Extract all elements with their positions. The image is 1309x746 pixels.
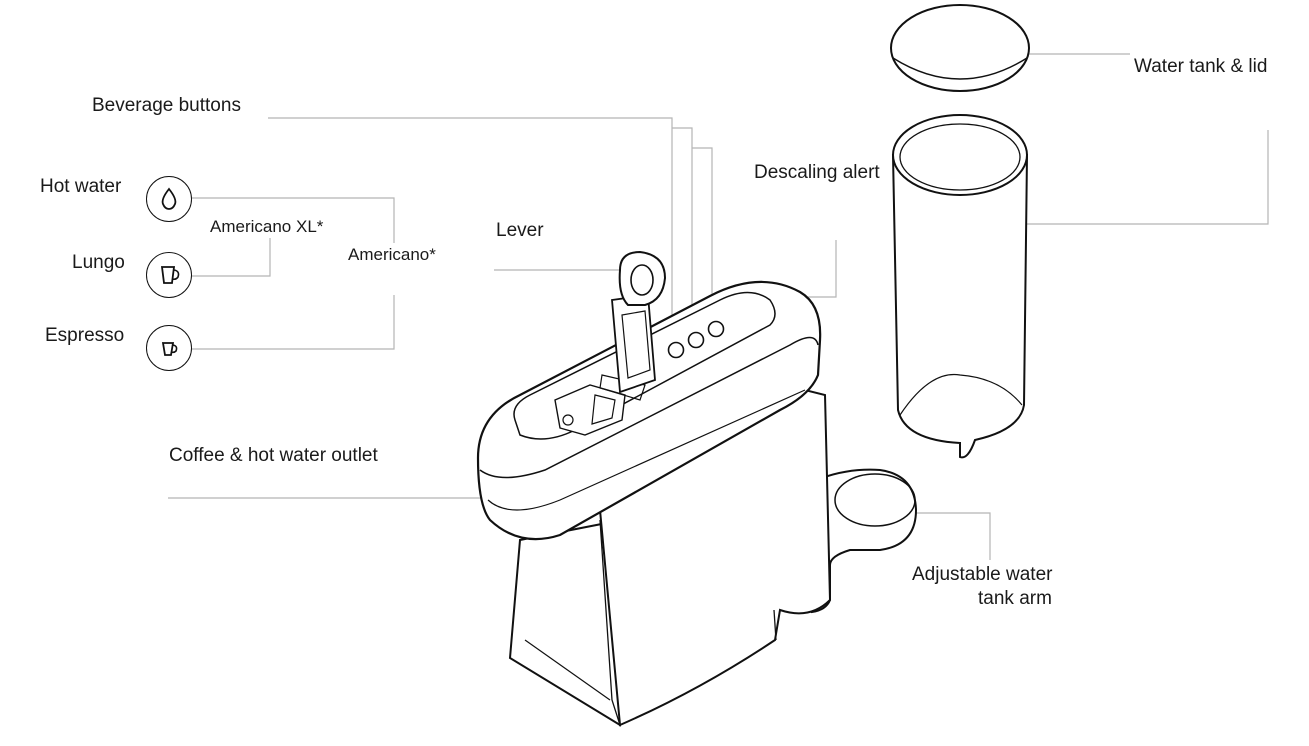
label-lungo: Lungo	[72, 252, 125, 273]
label-hot-water: Hot water	[40, 176, 122, 197]
leader-water-tank	[1003, 130, 1269, 225]
leader-hot-water	[188, 197, 395, 243]
water-tank-lid	[890, 4, 1030, 92]
espresso-button[interactable]	[146, 325, 192, 371]
water-tank	[891, 114, 1029, 459]
label-water-tank-lid: Water tank & lid	[1134, 56, 1268, 77]
leader-americano-xl	[188, 238, 271, 277]
leader-beverage-buttons	[268, 117, 673, 345]
beverage-button-2	[687, 331, 705, 349]
water-drop-icon	[161, 187, 177, 210]
machine-body	[476, 250, 832, 727]
leader-americano	[188, 295, 395, 350]
label-descaling-alert: Descaling alert	[754, 162, 880, 183]
label-adjustable-arm-line2: tank arm	[978, 588, 1052, 609]
water-tank-arm	[811, 468, 918, 614]
beverage-button-3	[707, 320, 725, 338]
label-beverage-buttons: Beverage buttons	[92, 95, 241, 116]
leader-beverage-buttons-3	[692, 147, 713, 325]
label-coffee-outlet: Coffee & hot water outlet	[169, 445, 378, 466]
label-lever: Lever	[496, 220, 544, 241]
lungo-cup-icon	[160, 266, 180, 284]
label-espresso: Espresso	[45, 325, 125, 346]
label-americano-xl: Americano XL*	[210, 217, 324, 236]
leader-beverage-buttons-2	[672, 127, 693, 335]
label-americano: Americano*	[348, 245, 436, 264]
label-adjustable-arm-line1: Adjustable water	[912, 564, 1053, 585]
espresso-cup-icon	[161, 342, 178, 356]
hot-water-button[interactable]	[146, 176, 192, 222]
lungo-button[interactable]	[146, 252, 192, 298]
lid-rim	[892, 57, 1028, 80]
beverage-button-1	[667, 341, 685, 359]
